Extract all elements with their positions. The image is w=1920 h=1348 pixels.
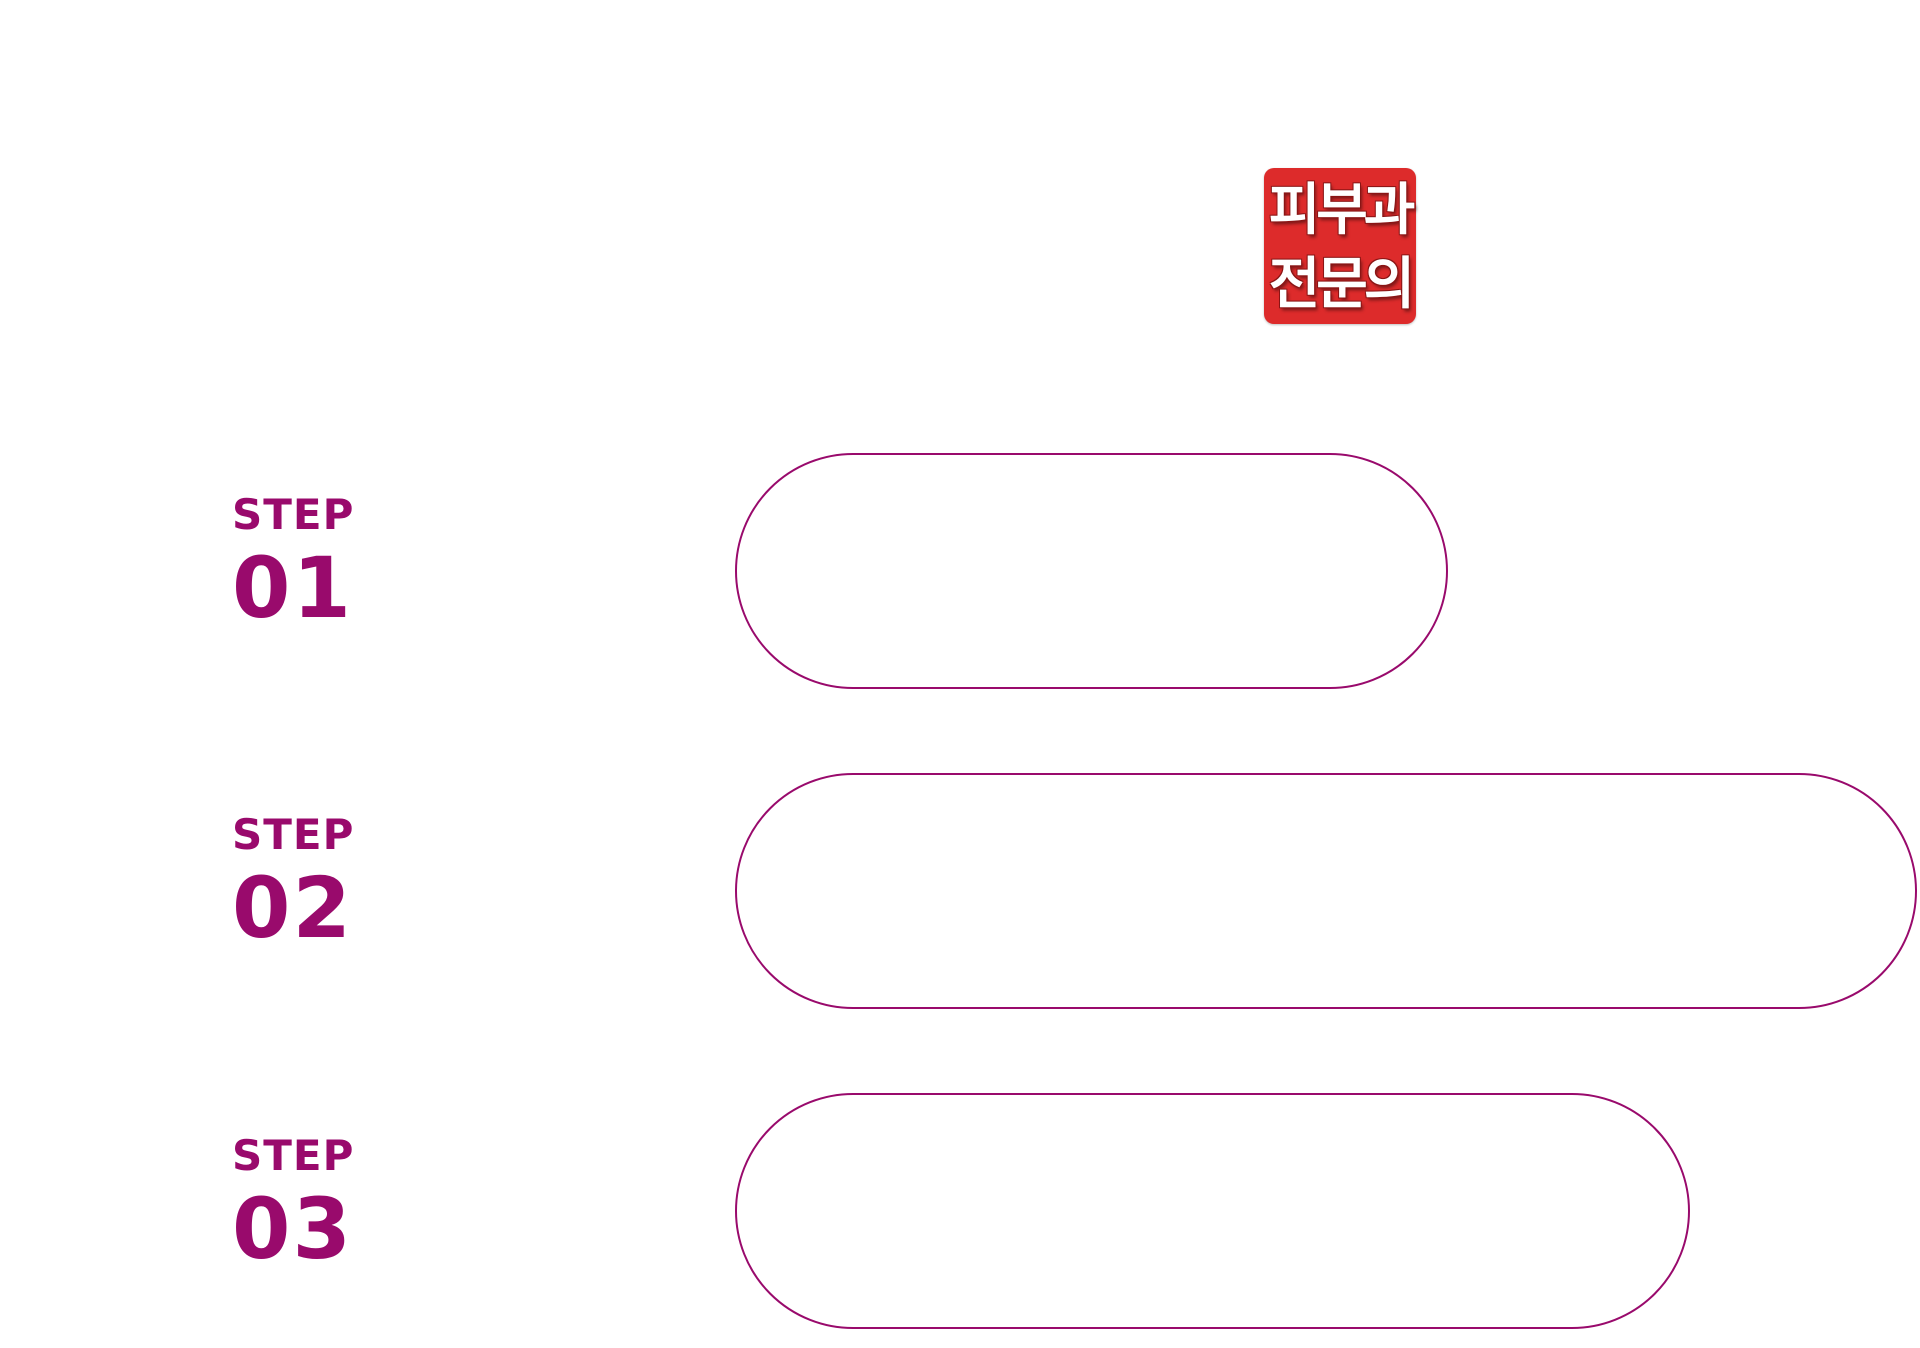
step-word: STEP: [232, 810, 355, 859]
step-03-label: STEP 03: [232, 1131, 355, 1278]
step-01-box: [735, 453, 1448, 689]
step-word: STEP: [232, 1131, 355, 1180]
step-word: STEP: [232, 490, 355, 539]
step-03-box: [735, 1093, 1690, 1329]
step-02-label: STEP 02: [232, 810, 355, 957]
badge-line-1: 피부과: [1268, 178, 1416, 243]
step-number: 02: [232, 859, 353, 957]
dermatologist-badge: 피부과 전문의: [1264, 168, 1416, 324]
step-02-box: [735, 773, 1917, 1009]
badge-line-2: 전문의: [1268, 252, 1416, 317]
step-01-label: STEP 01: [232, 490, 355, 637]
step-number: 01: [232, 539, 353, 637]
step-number: 03: [232, 1180, 353, 1278]
